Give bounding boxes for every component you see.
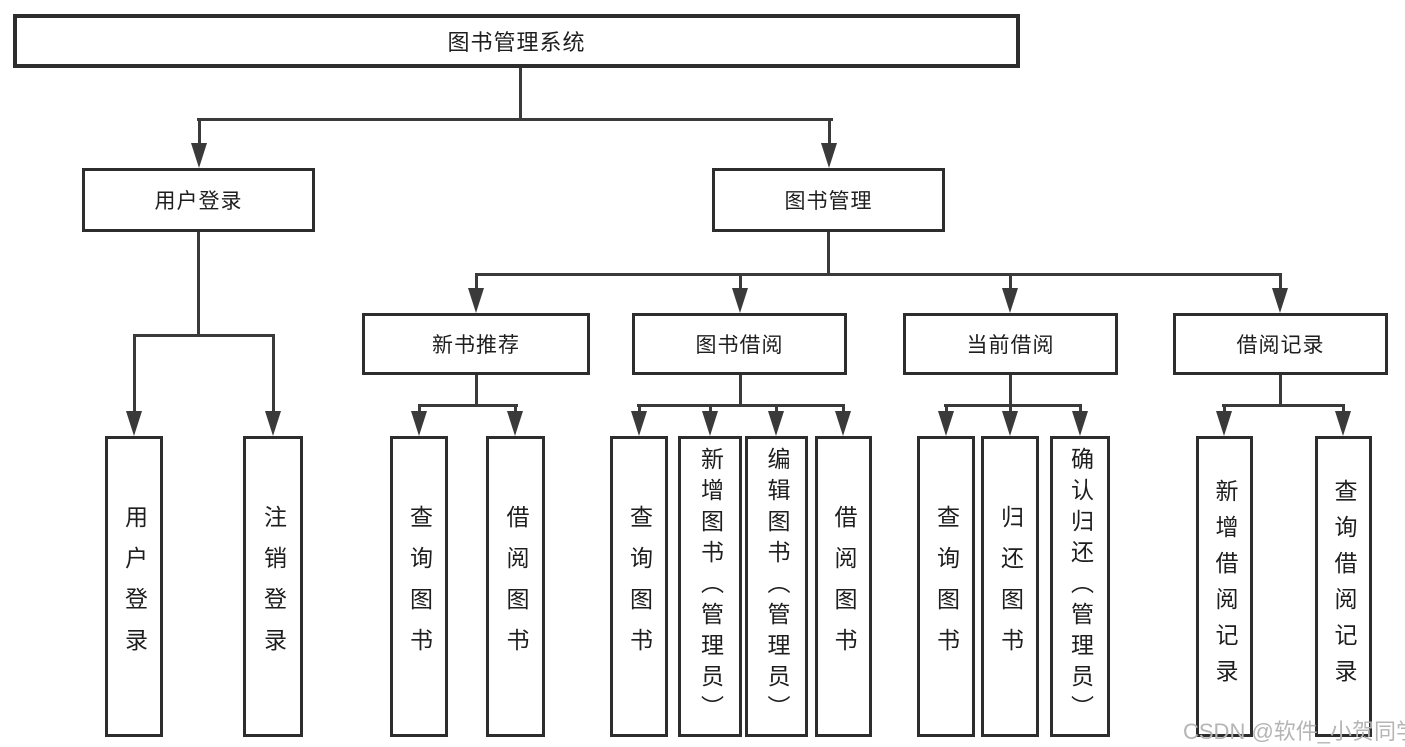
connector-line (514, 404, 517, 416)
leaf-borrow-books-1: 借阅图书 (486, 436, 545, 737)
connector-line (418, 404, 518, 407)
connector-line (944, 404, 1082, 407)
connector-line (842, 404, 845, 416)
leaf-confirm-return-admin: 确认归还（管理员） (1050, 436, 1110, 737)
connector-line (475, 273, 1282, 276)
connector-line (133, 334, 136, 416)
connector-line (197, 232, 200, 337)
arrow-down-icon (821, 143, 837, 168)
connector-line (198, 118, 201, 148)
connector-line (1222, 404, 1345, 407)
connector-line (638, 404, 641, 416)
leaf-query-books-2: 查询图书 (610, 436, 668, 737)
connector-line (1079, 404, 1082, 416)
leaf-add-books-admin: 新增图书（管理员） (678, 436, 742, 737)
leaf-user-login: 用户登录 (105, 436, 163, 737)
connector-line (828, 118, 831, 148)
arrow-down-icon (191, 143, 207, 168)
arrow-down-icon (835, 411, 851, 436)
node-root: 图书管理系统 (13, 14, 1020, 68)
connector-line (418, 404, 421, 416)
connector-line (272, 334, 275, 416)
connector-line (1342, 404, 1345, 416)
connector-line (1009, 404, 1012, 416)
leaf-borrow-books-2: 借阅图书 (815, 436, 872, 737)
connector-line (637, 404, 845, 407)
leaf-return-books: 归还图书 (981, 436, 1039, 737)
arrow-down-icon (1072, 411, 1088, 436)
arrow-down-icon (768, 411, 784, 436)
node-new-book-recommend: 新书推荐 (362, 313, 590, 375)
connector-line (475, 273, 478, 291)
connector-line (519, 68, 522, 121)
watermark: CSDN @软件_小贺同学 (1183, 719, 1405, 744)
leaf-query-books-3: 查询图书 (917, 436, 975, 737)
node-user-login: 用户登录 (82, 168, 315, 232)
connector-line (945, 404, 948, 416)
connector-line (1279, 273, 1282, 291)
connector-line (1223, 404, 1226, 416)
arrow-down-icon (468, 288, 484, 313)
arrow-down-icon (265, 411, 281, 436)
arrow-down-icon (1002, 288, 1018, 313)
connector-line (1009, 375, 1012, 407)
arrow-down-icon (126, 411, 142, 436)
connector-line (775, 404, 778, 416)
arrow-down-icon (702, 411, 718, 436)
node-current-borrow: 当前借阅 (903, 313, 1118, 375)
arrow-down-icon (938, 411, 954, 436)
leaf-query-borrow-record: 查询借阅记录 (1315, 436, 1372, 737)
connector-line (709, 404, 712, 416)
connector-line (827, 232, 830, 276)
leaf-query-books-1: 查询图书 (390, 436, 448, 737)
connector-line (739, 375, 742, 407)
arrow-down-icon (1272, 288, 1288, 313)
node-book-management: 图书管理 (712, 168, 945, 232)
connector-line (197, 118, 833, 121)
leaf-add-borrow-record: 新增借阅记录 (1196, 436, 1253, 737)
connector-line (1279, 375, 1282, 407)
arrow-down-icon (1002, 411, 1018, 436)
connector-line (475, 375, 478, 407)
connector-line (1009, 273, 1012, 291)
connector-line (739, 273, 742, 291)
connector-line (133, 334, 275, 337)
arrow-down-icon (732, 288, 748, 313)
arrow-down-icon (507, 411, 523, 436)
leaf-edit-books-admin: 编辑图书（管理员） (745, 436, 808, 737)
leaf-logout: 注销登录 (243, 436, 303, 737)
arrow-down-icon (1216, 411, 1232, 436)
arrow-down-icon (1335, 411, 1351, 436)
node-book-borrow: 图书借阅 (632, 313, 847, 375)
arrow-down-icon (631, 411, 647, 436)
arrow-down-icon (411, 411, 427, 436)
node-borrow-records: 借阅记录 (1173, 313, 1388, 375)
